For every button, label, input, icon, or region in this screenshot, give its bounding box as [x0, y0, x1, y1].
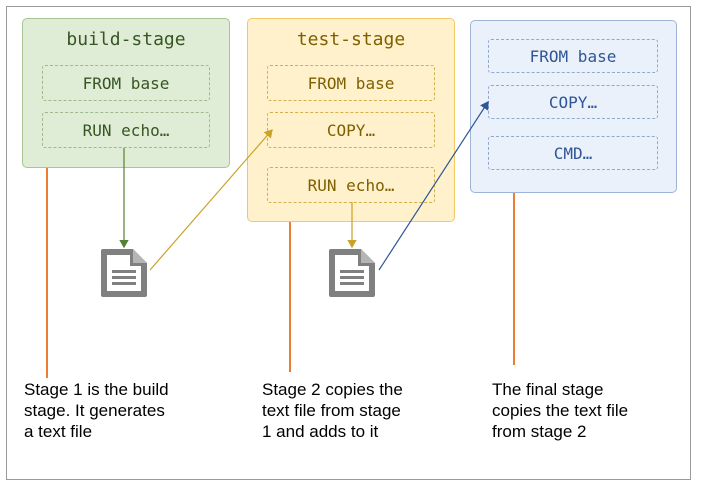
step-run-echo: RUN echo… [267, 167, 435, 203]
arrow-file1-to-copy [149, 129, 273, 271]
stage2-lifeline [289, 222, 291, 372]
step-cmd: CMD… [488, 136, 658, 170]
stage-title: test-stage [296, 29, 406, 50]
step-from-base: FROM base [42, 65, 210, 101]
step-from-base: FROM base [488, 39, 658, 73]
arrow-file2-to-copy [378, 100, 489, 271]
build-stage-box: build-stage FROM base RUN echo… [22, 18, 230, 168]
stage3-lifeline [513, 193, 515, 365]
step-from-base: FROM base [267, 65, 435, 101]
stage-title: build-stage [66, 29, 186, 50]
step-run-echo: RUN echo… [42, 112, 210, 148]
stage2-description: Stage 2 copies the text file from stage … [262, 380, 403, 441]
text-file-icon [101, 249, 147, 297]
final-stage-box: FROM base COPY… CMD… [470, 20, 677, 193]
stage1-description: Stage 1 is the build stage. It generates… [24, 380, 169, 441]
text-file-icon [329, 249, 375, 297]
stage3-description: The final stage copies the text file fro… [492, 380, 629, 441]
stage1-lifeline [46, 168, 48, 378]
step-copy: COPY… [488, 85, 658, 119]
step-copy: COPY… [267, 112, 435, 148]
test-stage-box: test-stage FROM base COPY… RUN echo… [247, 18, 455, 222]
